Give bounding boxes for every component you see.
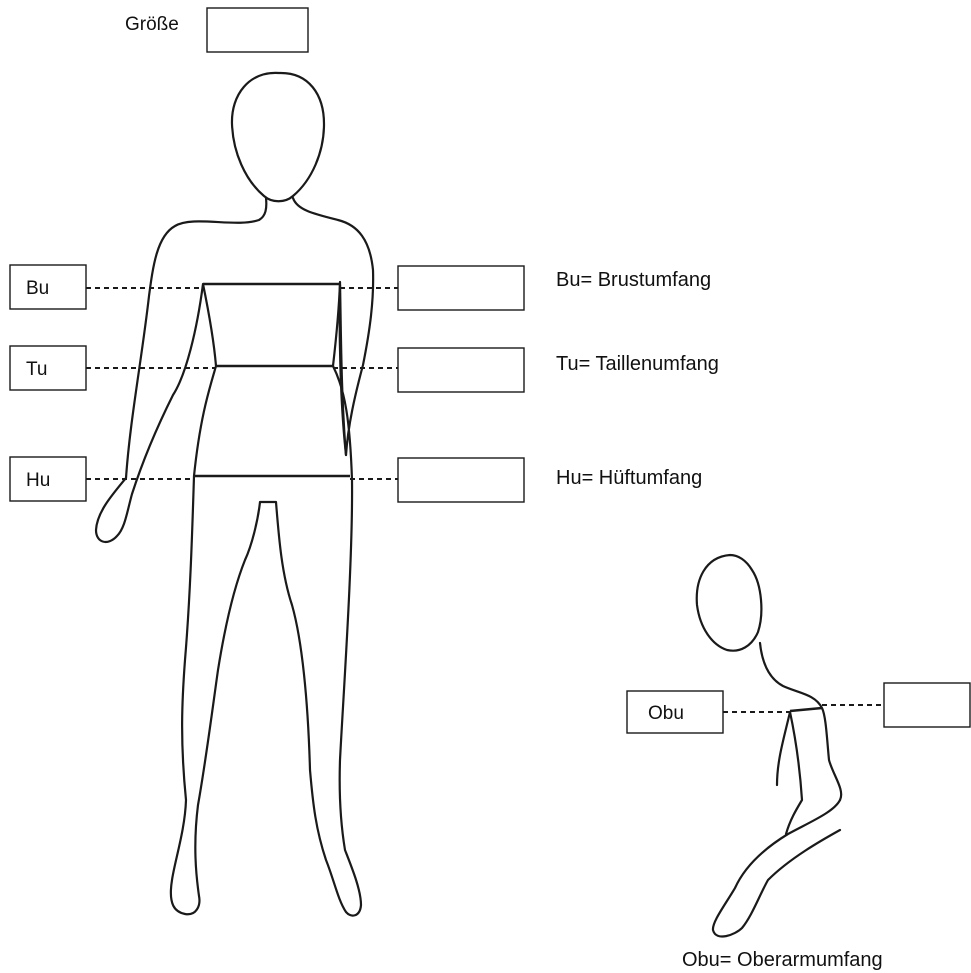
bust-legend: Bu= Brustumfang [556,269,711,291]
upper-arm-input-box[interactable] [883,682,971,728]
upper-arm-legend: Obu= Oberarmumfang [682,949,883,971]
waist-abbr-box [9,345,87,391]
hip-legend: Hu= Hüftumfang [556,467,702,489]
full-body-figure [94,71,375,917]
hip-input-box[interactable] [397,457,525,503]
bust-input-box[interactable] [397,265,525,311]
waist-input-box[interactable] [397,347,525,393]
hip-abbr: Hu [26,470,50,491]
head-outline [230,71,326,203]
inner-arm-line [338,283,348,457]
bust-abbr-box [9,264,87,310]
small-head-outline [695,553,763,652]
waist-abbr: Tu [26,359,47,380]
bust-abbr: Bu [26,278,49,299]
upper-arm-line [789,706,823,713]
height-input-box[interactable] [206,7,309,53]
upper-arm-abbr: Obu [648,703,684,724]
waist-legend: Tu= Taillenumfang [556,353,719,375]
upper-arm-figure [695,553,843,938]
hip-abbr-box [9,456,87,502]
small-inner-arm-line [784,710,804,836]
small-back-line [775,710,792,787]
small-arm-outline [711,798,842,938]
height-label: Größe [125,14,179,35]
torso-arms-outline [94,196,375,917]
